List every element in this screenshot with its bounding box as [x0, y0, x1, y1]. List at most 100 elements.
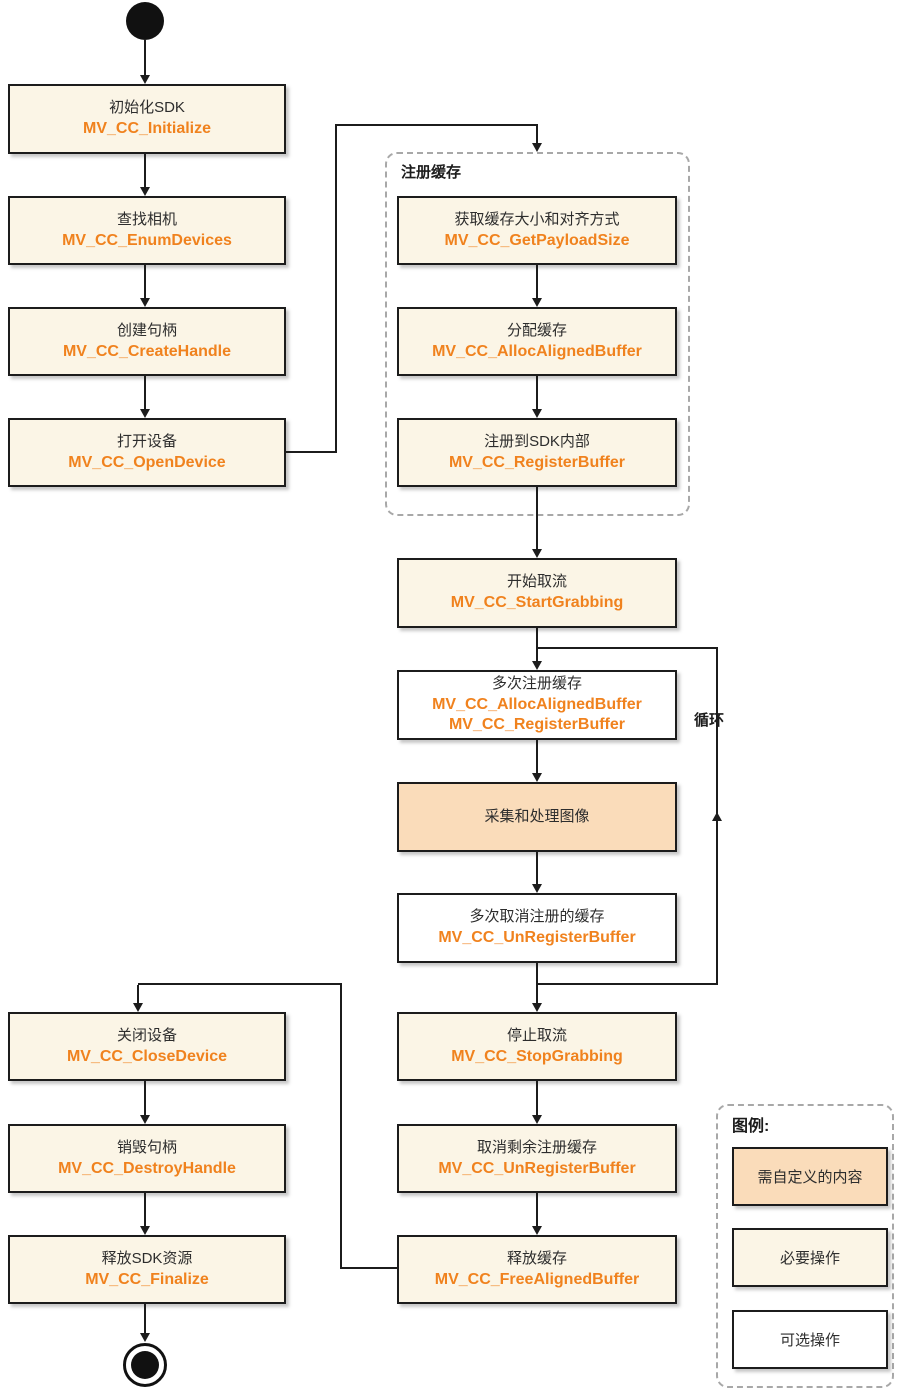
node-title: 销毁句柄 — [116, 1138, 177, 1156]
node-title: 获取缓存大小和对齐方式 — [454, 210, 620, 228]
node-title: 分配缓存 — [506, 321, 567, 339]
connector — [536, 628, 538, 661]
node-multi-register-buffer: 多次注册缓存 MV_CC_AllocAlignedBuffer MV_CC_Re… — [397, 670, 677, 740]
legend-item-label: 需自定义的内容 — [757, 1169, 863, 1186]
arrowhead-down-icon — [140, 1226, 150, 1235]
node-func: MV_CC_FreeAlignedBuffer — [434, 1270, 640, 1288]
node-create-handle: 创建句柄 MV_CC_CreateHandle — [8, 307, 286, 376]
connector — [144, 1081, 146, 1116]
arrowhead-down-icon — [532, 549, 542, 558]
arrowhead-down-icon — [532, 409, 542, 418]
start-node — [126, 2, 164, 40]
connector — [536, 124, 538, 145]
connector — [144, 1304, 146, 1334]
connector — [137, 985, 139, 1005]
connector — [144, 376, 146, 410]
node-title: 关闭设备 — [116, 1026, 177, 1044]
connector — [536, 1193, 538, 1228]
connector — [536, 1081, 538, 1116]
arrowhead-down-icon — [532, 1226, 542, 1235]
loop-connector — [537, 983, 718, 985]
node-title: 释放SDK资源 — [101, 1249, 193, 1267]
node-title: 释放缓存 — [506, 1249, 567, 1267]
loop-label: 循环 — [694, 712, 725, 729]
arrowhead-down-icon — [140, 187, 150, 196]
connector — [144, 1193, 146, 1228]
node-title: 取消剩余注册缓存 — [476, 1138, 597, 1156]
node-finalize-sdk: 释放SDK资源 MV_CC_Finalize — [8, 1235, 286, 1304]
connector — [536, 376, 538, 410]
arrowhead-down-icon — [532, 661, 542, 670]
arrowhead-down-icon — [140, 1333, 150, 1342]
arrowhead-up-icon — [712, 812, 722, 821]
node-title: 采集和处理图像 — [484, 807, 590, 825]
node-title: 创建句柄 — [116, 321, 177, 339]
connector — [144, 265, 146, 299]
node-free-aligned-buffer: 释放缓存 MV_CC_FreeAlignedBuffer — [397, 1235, 677, 1304]
arrowhead-down-icon — [532, 298, 542, 307]
legend-title: 图例: — [732, 1118, 770, 1135]
node-title: 查找相机 — [116, 210, 177, 228]
connector — [138, 983, 342, 985]
node-func: MV_CC_Initialize — [82, 120, 212, 138]
node-process-images: 采集和处理图像 — [397, 782, 677, 852]
legend-item-label: 可选操作 — [779, 1332, 840, 1349]
connector — [342, 1267, 397, 1269]
node-func: MV_CC_UnRegisterBuffer — [438, 1159, 636, 1177]
node-title: 开始取流 — [506, 573, 567, 591]
connector — [536, 852, 538, 885]
node-open-device: 打开设备 MV_CC_OpenDevice — [8, 418, 286, 487]
node-enum-devices: 查找相机 MV_CC_EnumDevices — [8, 196, 286, 265]
node-destroy-handle: 销毁句柄 MV_CC_DestroyHandle — [8, 1124, 286, 1193]
node-func: MV_CC_StopGrabbing — [451, 1047, 623, 1065]
node-register-buffer: 注册到SDK内部 MV_CC_RegisterBuffer — [397, 418, 677, 487]
connector — [340, 983, 342, 1269]
node-func: MV_CC_Finalize — [85, 1270, 209, 1288]
arrowhead-down-icon — [532, 1115, 542, 1124]
node-title: 停止取流 — [506, 1026, 567, 1044]
group-label: 注册缓存 — [401, 164, 462, 181]
node-stop-grabbing: 停止取流 MV_CC_StopGrabbing — [397, 1012, 677, 1081]
node-init-sdk: 初始化SDK MV_CC_Initialize — [8, 84, 286, 154]
node-func: MV_CC_OpenDevice — [68, 453, 226, 471]
node-func: MV_CC_UnRegisterBuffer — [438, 929, 636, 947]
connector — [536, 265, 538, 299]
arrowhead-down-icon — [532, 884, 542, 893]
node-unregister-rest-buffer: 取消剩余注册缓存 MV_CC_UnRegisterBuffer — [397, 1124, 677, 1193]
legend-item-optional: 可选操作 — [732, 1310, 888, 1369]
node-alloc-aligned-buffer: 分配缓存 MV_CC_AllocAlignedBuffer — [397, 307, 677, 376]
end-node-core — [131, 1351, 159, 1379]
loop-connector — [537, 647, 718, 649]
node-func: MV_CC_AllocAlignedBuffer — [432, 695, 642, 713]
arrowhead-down-icon — [140, 75, 150, 84]
connector — [286, 451, 337, 453]
node-title: 注册到SDK内部 — [484, 432, 590, 450]
arrowhead-down-icon — [133, 1003, 143, 1012]
node-func: MV_CC_CreateHandle — [62, 342, 232, 360]
node-func: MV_CC_AllocAlignedBuffer — [432, 342, 642, 360]
node-func: MV_CC_StartGrabbing — [450, 594, 624, 612]
arrowhead-down-icon — [532, 143, 542, 152]
connector — [144, 154, 146, 188]
connector — [335, 124, 337, 453]
connector — [144, 40, 146, 78]
legend-item-required: 必要操作 — [732, 1228, 888, 1287]
node-func: MV_CC_GetPayloadSize — [444, 231, 630, 249]
node-multi-unregister-buffer: 多次取消注册的缓存 MV_CC_UnRegisterBuffer — [397, 893, 677, 963]
arrowhead-down-icon — [532, 773, 542, 782]
node-start-grabbing: 开始取流 MV_CC_StartGrabbing — [397, 558, 677, 628]
node-func: MV_CC_EnumDevices — [62, 231, 232, 249]
arrowhead-down-icon — [140, 1115, 150, 1124]
connector — [536, 487, 538, 550]
node-func: MV_CC_RegisterBuffer — [448, 453, 626, 471]
legend-item-label: 必要操作 — [779, 1250, 840, 1267]
node-title: 打开设备 — [116, 432, 177, 450]
legend-item-custom: 需自定义的内容 — [732, 1147, 888, 1206]
node-func: MV_CC_DestroyHandle — [58, 1159, 236, 1177]
legend-box — [716, 1104, 894, 1388]
node-title: 多次取消注册的缓存 — [469, 908, 605, 926]
node-title: 初始化SDK — [109, 99, 185, 117]
arrowhead-down-icon — [140, 409, 150, 418]
connector — [536, 963, 538, 1005]
